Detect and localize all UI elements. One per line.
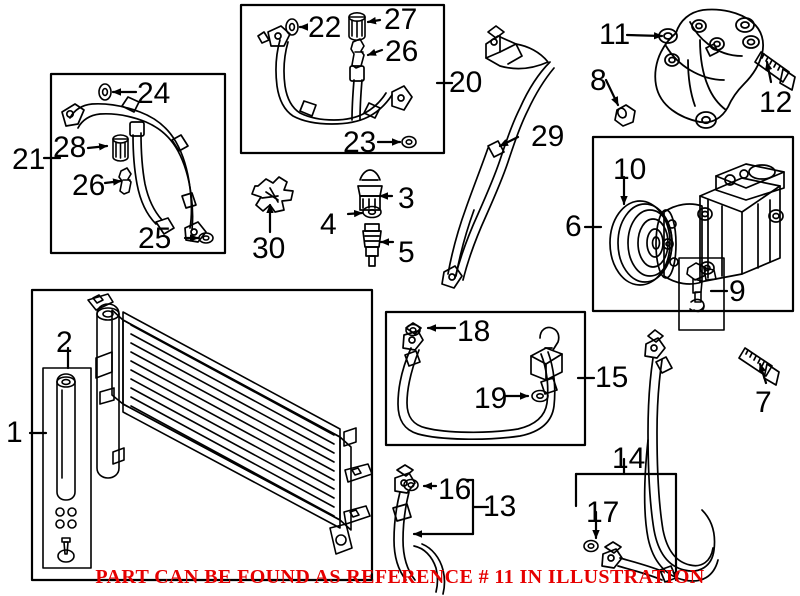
part-expansion-valve-30: [251, 176, 294, 213]
part-oring-22: [285, 18, 299, 36]
part-compressor-bracket-11: [654, 8, 765, 129]
callout-21[interactable]: 21: [12, 143, 46, 176]
callout-7[interactable]: 7: [755, 386, 772, 419]
callout-4[interactable]: 4: [320, 208, 337, 241]
part-oring-16: [403, 478, 419, 492]
part-oring-17: [583, 539, 599, 553]
callout-13[interactable]: 13: [483, 490, 517, 523]
callout-11[interactable]: 11: [599, 18, 631, 51]
callout-12[interactable]: 12: [759, 86, 793, 119]
callout-16[interactable]: 16: [438, 473, 472, 506]
callout-25[interactable]: 25: [138, 222, 172, 255]
part-valve-cap-28: [112, 134, 129, 162]
part-service-valve-5: [362, 223, 382, 267]
callout-28[interactable]: 28: [53, 131, 87, 164]
callout-5[interactable]: 5: [398, 236, 415, 269]
callout-9[interactable]: 9: [729, 275, 746, 308]
callout-6[interactable]: 6: [565, 210, 582, 243]
part-receiver-drier-2: [55, 373, 77, 563]
callout-27[interactable]: 27: [384, 3, 418, 36]
callout-30[interactable]: 30: [252, 232, 286, 265]
leader-lines: [28, 17, 773, 582]
callout-2[interactable]: 2: [56, 326, 73, 359]
callout-14[interactable]: 14: [612, 442, 646, 475]
part-suction-hose-15: [397, 322, 563, 441]
callout-20[interactable]: 20: [449, 66, 483, 99]
callout-23[interactable]: 23: [343, 126, 377, 159]
callout-10[interactable]: 10: [613, 153, 647, 186]
part-bushing-8: [614, 104, 636, 127]
part-bolt-7: [738, 347, 780, 386]
part-compressor-10: [609, 163, 785, 286]
callout-19[interactable]: 19: [474, 382, 508, 415]
reference-banner: PART CAN BE FOUND AS REFERENCE # 11 IN I…: [95, 566, 705, 588]
part-valve-cap-3: [357, 169, 383, 211]
callout-1[interactable]: 1: [6, 416, 23, 449]
callout-26b[interactable]: 26: [385, 35, 419, 68]
part-oring-24: [98, 83, 112, 101]
part-liquid-line-assembly: [257, 25, 413, 125]
part-liquid-line-29: [441, 25, 555, 289]
part-condenser-assembly: [87, 293, 373, 555]
part-suction-line-upper: [61, 96, 207, 243]
callout-8[interactable]: 8: [590, 64, 607, 97]
callout-17[interactable]: 17: [586, 496, 620, 529]
part-oring-23: [401, 135, 417, 149]
callout-18[interactable]: 18: [457, 315, 491, 348]
callout-22[interactable]: 22: [308, 11, 342, 44]
callout-29[interactable]: 29: [531, 120, 565, 153]
part-valve-core-26b: [350, 38, 365, 69]
callout-26a[interactable]: 26: [72, 169, 106, 202]
part-oring-4: [362, 205, 382, 219]
part-hose-13: [392, 464, 446, 595]
part-hose-14: [601, 329, 719, 583]
part-pressure-sensor-9: [686, 262, 717, 313]
callout-3[interactable]: 3: [398, 182, 415, 215]
part-bolt-12: [754, 51, 796, 91]
part-valve-cap-27: [348, 12, 366, 41]
callout-15[interactable]: 15: [595, 361, 629, 394]
part-oring-18: [405, 323, 421, 337]
callout-24[interactable]: 24: [137, 77, 171, 110]
part-oring-19: [531, 389, 549, 403]
